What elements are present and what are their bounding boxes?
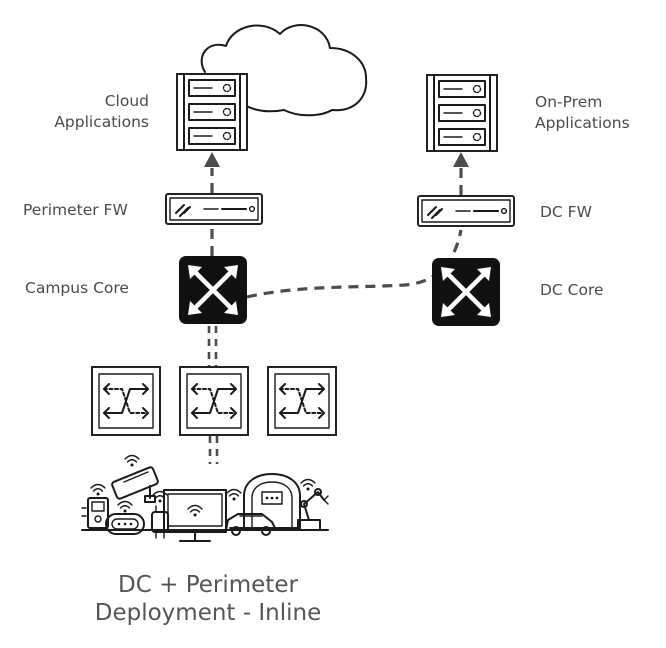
onprem-server-rack-icon (426, 74, 498, 152)
access-switch-center-icon (179, 366, 249, 436)
perimeter-fw-label: Perimeter FW (23, 201, 128, 219)
perimeter-firewall-icon (165, 193, 263, 225)
connection-links (204, 152, 469, 464)
robotic-arm-icon (297, 478, 329, 531)
iot-devices-icon (81, 454, 329, 542)
dc-core-label: DC Core (540, 281, 604, 299)
arrow-to-onprem-icon (453, 152, 469, 167)
cloud-applications-label-line2: Applications (54, 113, 149, 131)
dc-core-switch-icon (432, 258, 500, 326)
security-camera-icon (111, 454, 159, 503)
cloud-applications-label-line1: Cloud (105, 92, 149, 110)
caption-line2: Deployment - Inline (95, 600, 321, 626)
connected-car-icon (225, 513, 277, 536)
campus-core-label: Campus Core (25, 279, 129, 297)
dc-firewall-icon (417, 195, 515, 227)
arrow-to-cloud-icon (204, 152, 220, 167)
access-switch-right-icon (267, 366, 337, 436)
badge-reader-icon (81, 483, 109, 529)
dc-fw-label: DC FW (540, 203, 592, 221)
access-switch-left-icon (91, 366, 161, 436)
thermostat-icon (105, 500, 145, 535)
onprem-applications-label-line2: Applications (535, 114, 630, 132)
link-campus-core-to-dc-fw (246, 229, 463, 299)
caption-line1: DC + Perimeter (118, 572, 298, 598)
medical-scanner-icon (226, 473, 301, 529)
cloud-icon (200, 24, 368, 117)
monitor-icon (163, 489, 227, 542)
campus-core-switch-icon (179, 256, 247, 324)
cloud-server-rack-icon (176, 73, 248, 151)
onprem-applications-label-line1: On-Prem (535, 93, 602, 111)
